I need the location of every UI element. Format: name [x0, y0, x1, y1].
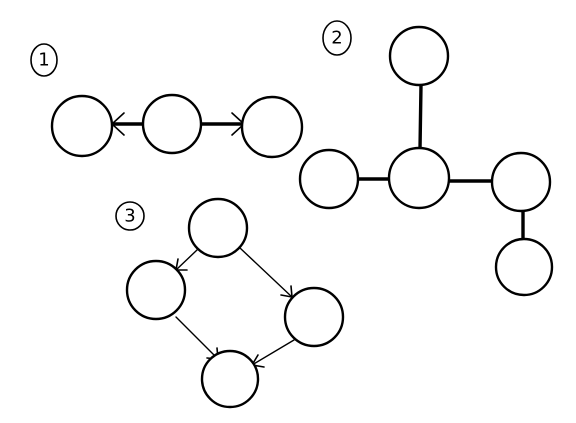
diagram-2-label-text: 2 [331, 28, 342, 49]
diagram-3-edge-top-left [175, 249, 198, 271]
diagram-1-label-text: 1 [38, 50, 49, 71]
diagram-2-node-top [388, 25, 450, 87]
diagram-2: 2 [298, 20, 554, 297]
diagram-2-node-center [387, 146, 451, 210]
diagram-2-node-right [490, 151, 552, 213]
diagram-1-node-b [141, 93, 203, 155]
diagram-1-label: 1 [30, 43, 58, 77]
diagram-2-edge-top-center [418, 83, 423, 151]
diagram-3-node-bottom [200, 349, 260, 409]
diagram-1-label-ring [30, 43, 58, 77]
diagram-3-edge-right-bottom [251, 339, 295, 366]
diagram-3: 3 [115, 197, 345, 409]
diagram-3-label-text: 3 [124, 206, 135, 227]
diagram-2-label: 2 [322, 20, 352, 56]
diagram-3-edge-top-right [239, 247, 293, 298]
diagram-3-edge-left-bottom [175, 316, 219, 360]
diagram-2-label-ring [322, 20, 352, 56]
diagram-3-node-top [187, 197, 249, 259]
diagram-3-node-right [283, 286, 345, 348]
diagram-1: 1 [30, 43, 304, 159]
diagram-3-node-left [125, 259, 187, 321]
diagram-2-node-left [298, 148, 360, 210]
diagram-1-node-a [50, 94, 114, 158]
diagram-2-node-bottom [494, 237, 554, 297]
diagram-1-node-c [240, 95, 304, 159]
diagram-3-label-ring [115, 201, 145, 231]
diagram-3-label: 3 [115, 201, 145, 231]
